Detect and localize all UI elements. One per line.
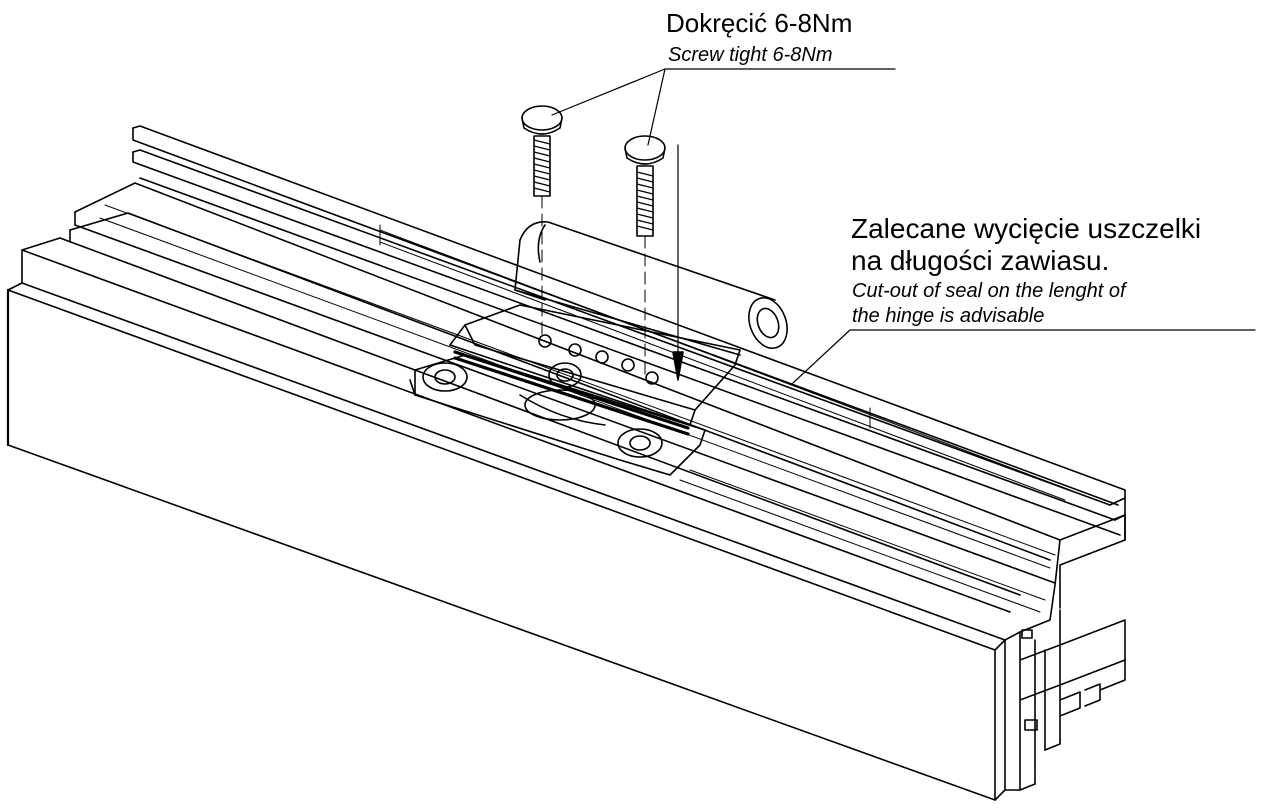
torque-callout-primary: Dokręcić 6-8Nm [666,8,853,38]
hinge-wing-plate [464,304,741,411]
seal-callout-secondary-line1: Cut-out of seal on the lenght of [852,280,1126,302]
profile-back-rail [132,125,1126,541]
insertion-arrow [672,144,684,381]
hinge-barrel [519,221,776,301]
leader-seal [792,329,1256,384]
screw-left [521,105,563,341]
seal-callout-secondary-line2: the hinge is advisable [852,305,1045,327]
seal-callout-primary-line1: Zalecane wycięcie uszczelki [851,213,1202,244]
hinge [409,221,788,476]
torque-callout-secondary: Screw tight 6-8Nm [668,44,833,66]
profile-cross-section [1004,514,1126,791]
seal-callout-primary-line2: na długości zawiasu. [851,245,1110,276]
screw-right [624,135,666,376]
leader-torque [551,68,896,146]
